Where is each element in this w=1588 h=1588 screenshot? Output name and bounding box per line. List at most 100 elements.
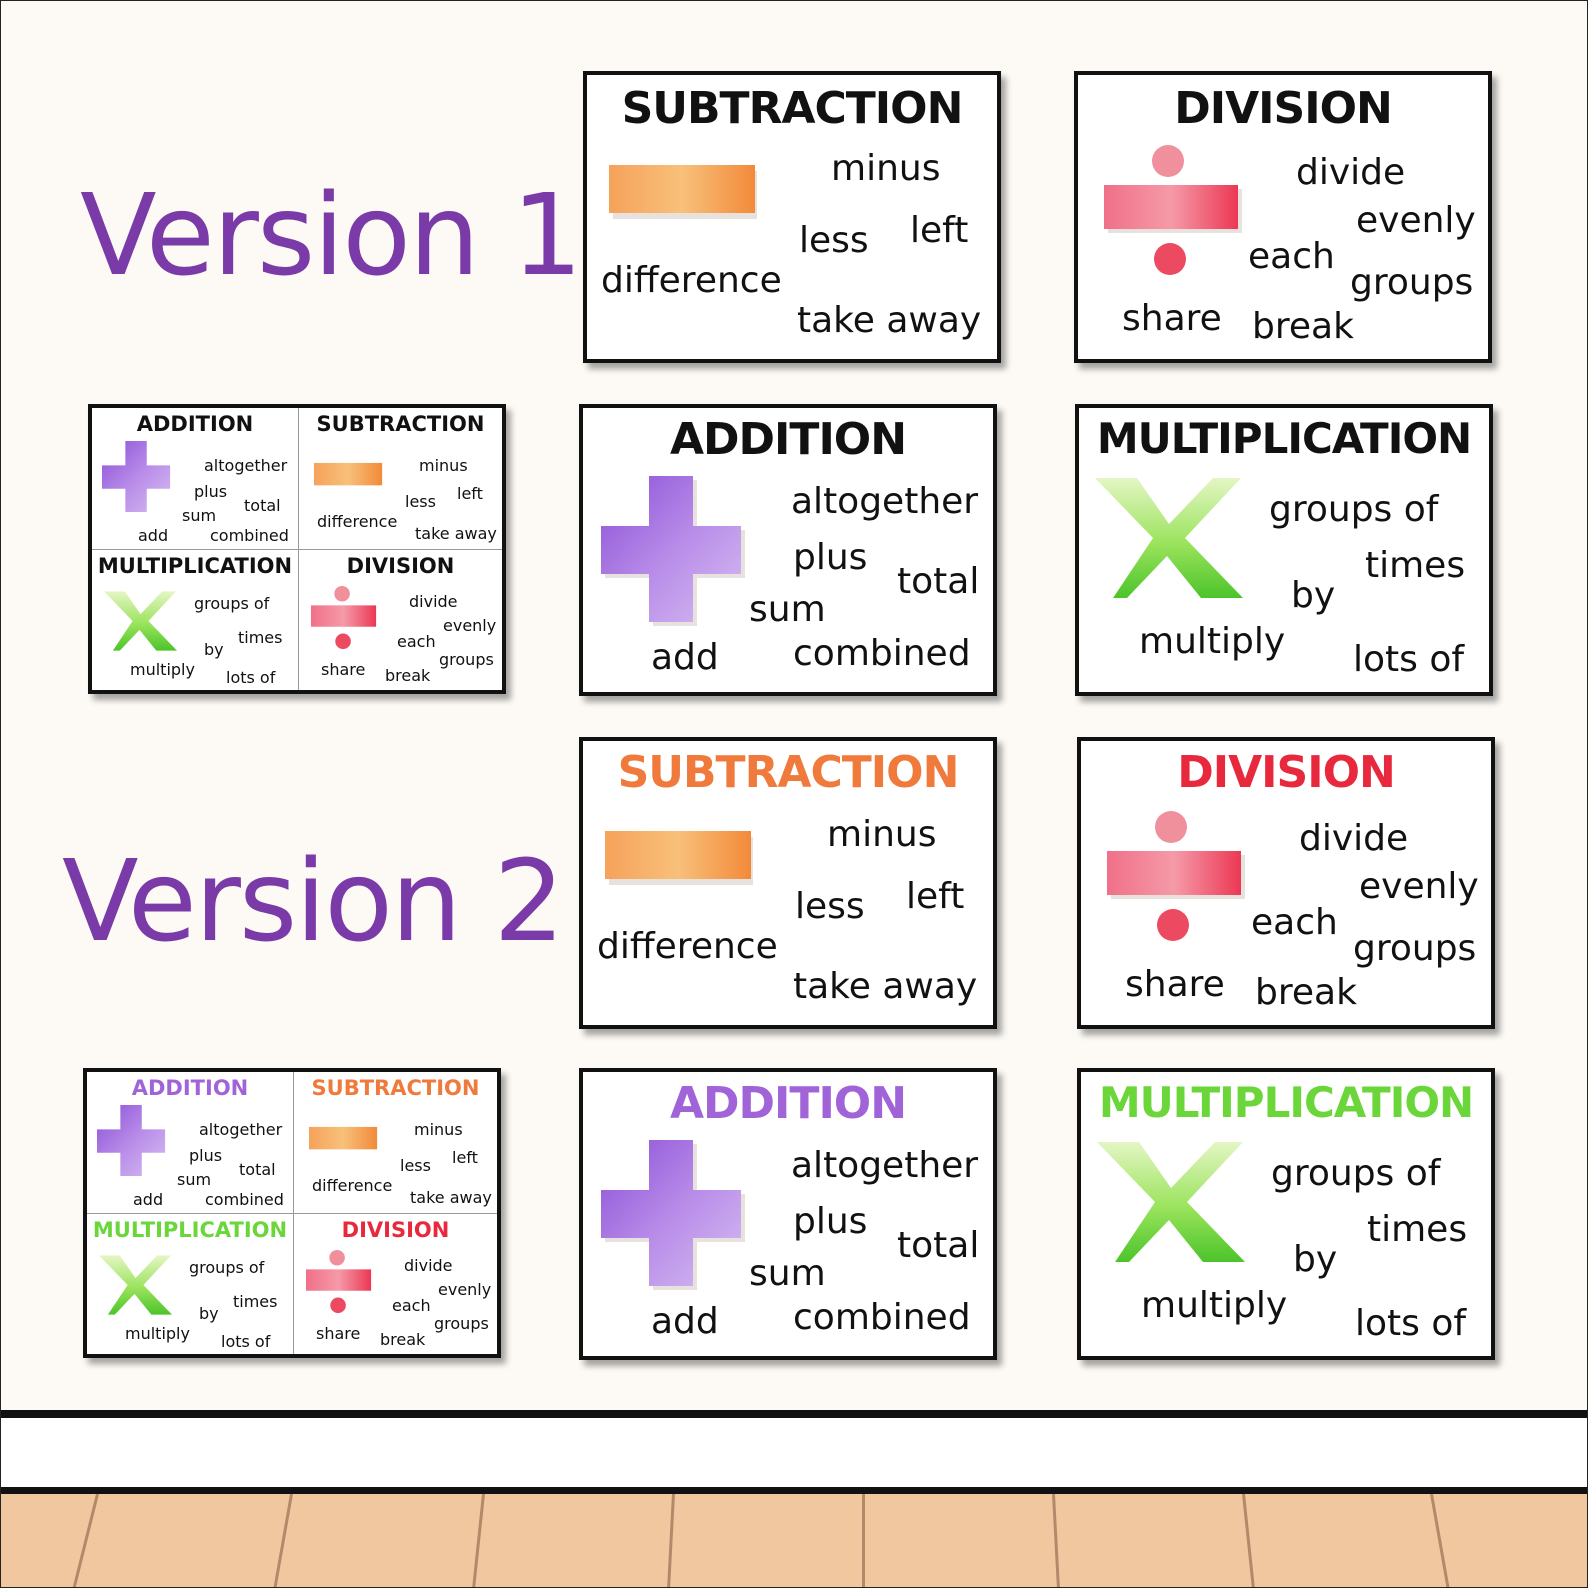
word-sum: sum <box>182 506 217 525</box>
word-divide: divide <box>1299 818 1409 859</box>
word-sum: sum <box>749 1253 826 1294</box>
word-left: left <box>910 210 969 251</box>
mini-subtraction: SUBTRACTION minus less left difference t… <box>299 408 502 549</box>
card-title: MULTIPLICATION <box>1096 414 1472 463</box>
word-plus: plus <box>194 482 228 501</box>
word-by: by <box>1291 575 1336 616</box>
card-title: ADDITION <box>669 414 907 465</box>
divide-icon <box>311 585 377 650</box>
word-add: add <box>138 526 169 545</box>
word-lots-of: lots of <box>221 1332 271 1351</box>
mini-multiplication: MULTIPLICATION groups of times by multip… <box>92 550 298 690</box>
mini-division: DIVISION divide evenly each groups share… <box>294 1214 497 1354</box>
word-difference: difference <box>312 1176 393 1195</box>
mini-division: DIVISION divide evenly each groups share… <box>299 550 502 690</box>
version-2-heading: Version 2 <box>62 837 565 967</box>
word-times: times <box>233 1292 278 1311</box>
word-take-away: take away <box>793 966 978 1007</box>
mini-poster-v2: ADDITION altogether plus total sum add c… <box>83 1068 501 1358</box>
word-difference: difference <box>317 512 398 531</box>
word-groups-of: groups of <box>1269 489 1439 530</box>
card-division-v1: DIVISION divide evenly each groups share… <box>1074 71 1492 363</box>
card-title: ADDITION <box>669 1078 907 1129</box>
word-total: total <box>897 1225 980 1266</box>
word-altogether: altogether <box>204 456 288 475</box>
word-less: less <box>795 886 865 927</box>
word-groups-of: groups of <box>1271 1153 1441 1194</box>
card-title: DIVISION <box>1177 747 1396 798</box>
times-icon <box>104 591 178 651</box>
mini-addition: ADDITION altogether plus total sum add c… <box>92 408 298 549</box>
word-divide: divide <box>404 1256 453 1275</box>
word-by: by <box>1293 1239 1338 1280</box>
word-divide: divide <box>409 592 458 611</box>
word-lots-of: lots of <box>226 668 276 687</box>
mini-title: MULTIPLICATION <box>97 554 293 578</box>
mini-title: ADDITION <box>131 1076 249 1100</box>
word-sum: sum <box>749 589 826 630</box>
word-multiply: multiply <box>130 660 195 679</box>
card-division-v2: DIVISION divide evenly each groups share… <box>1077 737 1495 1029</box>
word-less: less <box>405 492 436 511</box>
plus-icon <box>102 441 171 513</box>
word-each: each <box>1248 236 1335 277</box>
word-take-away: take away <box>797 300 982 341</box>
card-subtraction-v2: SUBTRACTION minus less left difference t… <box>579 737 997 1029</box>
card-multiplication-v2: MULTIPLICATION groups of times by multip… <box>1077 1068 1495 1360</box>
card-addition-v1: ADDITION altogether plus total sum add c… <box>579 404 997 696</box>
word-total: total <box>897 561 980 602</box>
card-title: SUBTRACTION <box>621 83 964 134</box>
word-minus: minus <box>831 148 941 189</box>
word-each: each <box>1251 902 1338 943</box>
word-minus: minus <box>827 814 937 855</box>
word-add: add <box>651 1301 719 1342</box>
word-sum: sum <box>177 1170 212 1189</box>
word-break: break <box>1252 306 1354 347</box>
word-plus: plus <box>793 537 868 578</box>
word-plus: plus <box>793 1201 868 1242</box>
word-share: share <box>316 1324 361 1343</box>
word-altogether: altogether <box>791 1145 979 1186</box>
card-multiplication-v1: MULTIPLICATION groups of times by multip… <box>1075 404 1493 696</box>
card-title: DIVISION <box>1174 83 1393 134</box>
word-evenly: evenly <box>1356 200 1476 241</box>
word-each: each <box>392 1296 431 1315</box>
word-add: add <box>133 1190 164 1209</box>
mini-addition: ADDITION altogether plus total sum add c… <box>87 1072 293 1213</box>
mini-title: SUBTRACTION <box>316 412 485 436</box>
mini-title: DIVISION <box>346 554 455 578</box>
word-share: share <box>1125 964 1225 1005</box>
word-take-away: take away <box>415 524 497 543</box>
wood-floor <box>0 1494 1588 1588</box>
word-left: left <box>906 876 965 917</box>
word-times: times <box>238 628 283 647</box>
word-lots-of: lots of <box>1353 639 1465 680</box>
word-by: by <box>199 1304 219 1323</box>
word-evenly: evenly <box>443 616 497 635</box>
word-multiply: multiply <box>125 1324 190 1343</box>
word-groups-of: groups of <box>189 1258 265 1277</box>
card-title: MULTIPLICATION <box>1098 1078 1474 1127</box>
times-icon <box>1095 478 1243 598</box>
divide-icon <box>1107 811 1245 941</box>
word-left: left <box>452 1148 478 1167</box>
word-altogether: altogether <box>199 1120 283 1139</box>
plus-icon <box>601 476 745 626</box>
word-share: share <box>321 660 366 679</box>
word-altogether: altogether <box>791 481 979 522</box>
divide-icon <box>306 1249 372 1314</box>
card-addition-v2: ADDITION altogether plus total sum add c… <box>579 1068 997 1360</box>
mini-title: SUBTRACTION <box>311 1076 480 1100</box>
mini-title: DIVISION <box>341 1218 450 1242</box>
word-share: share <box>1122 298 1222 339</box>
plus-icon <box>97 1105 166 1177</box>
card-subtraction-v1: SUBTRACTION minus less left difference t… <box>583 71 1001 363</box>
divide-icon <box>1104 145 1242 275</box>
times-icon <box>99 1255 173 1315</box>
word-each: each <box>397 632 436 651</box>
plus-icon <box>601 1140 745 1290</box>
word-groups: groups <box>439 650 494 669</box>
word-groups-of: groups of <box>194 594 270 613</box>
word-left: left <box>457 484 483 503</box>
word-total: total <box>239 1160 276 1179</box>
